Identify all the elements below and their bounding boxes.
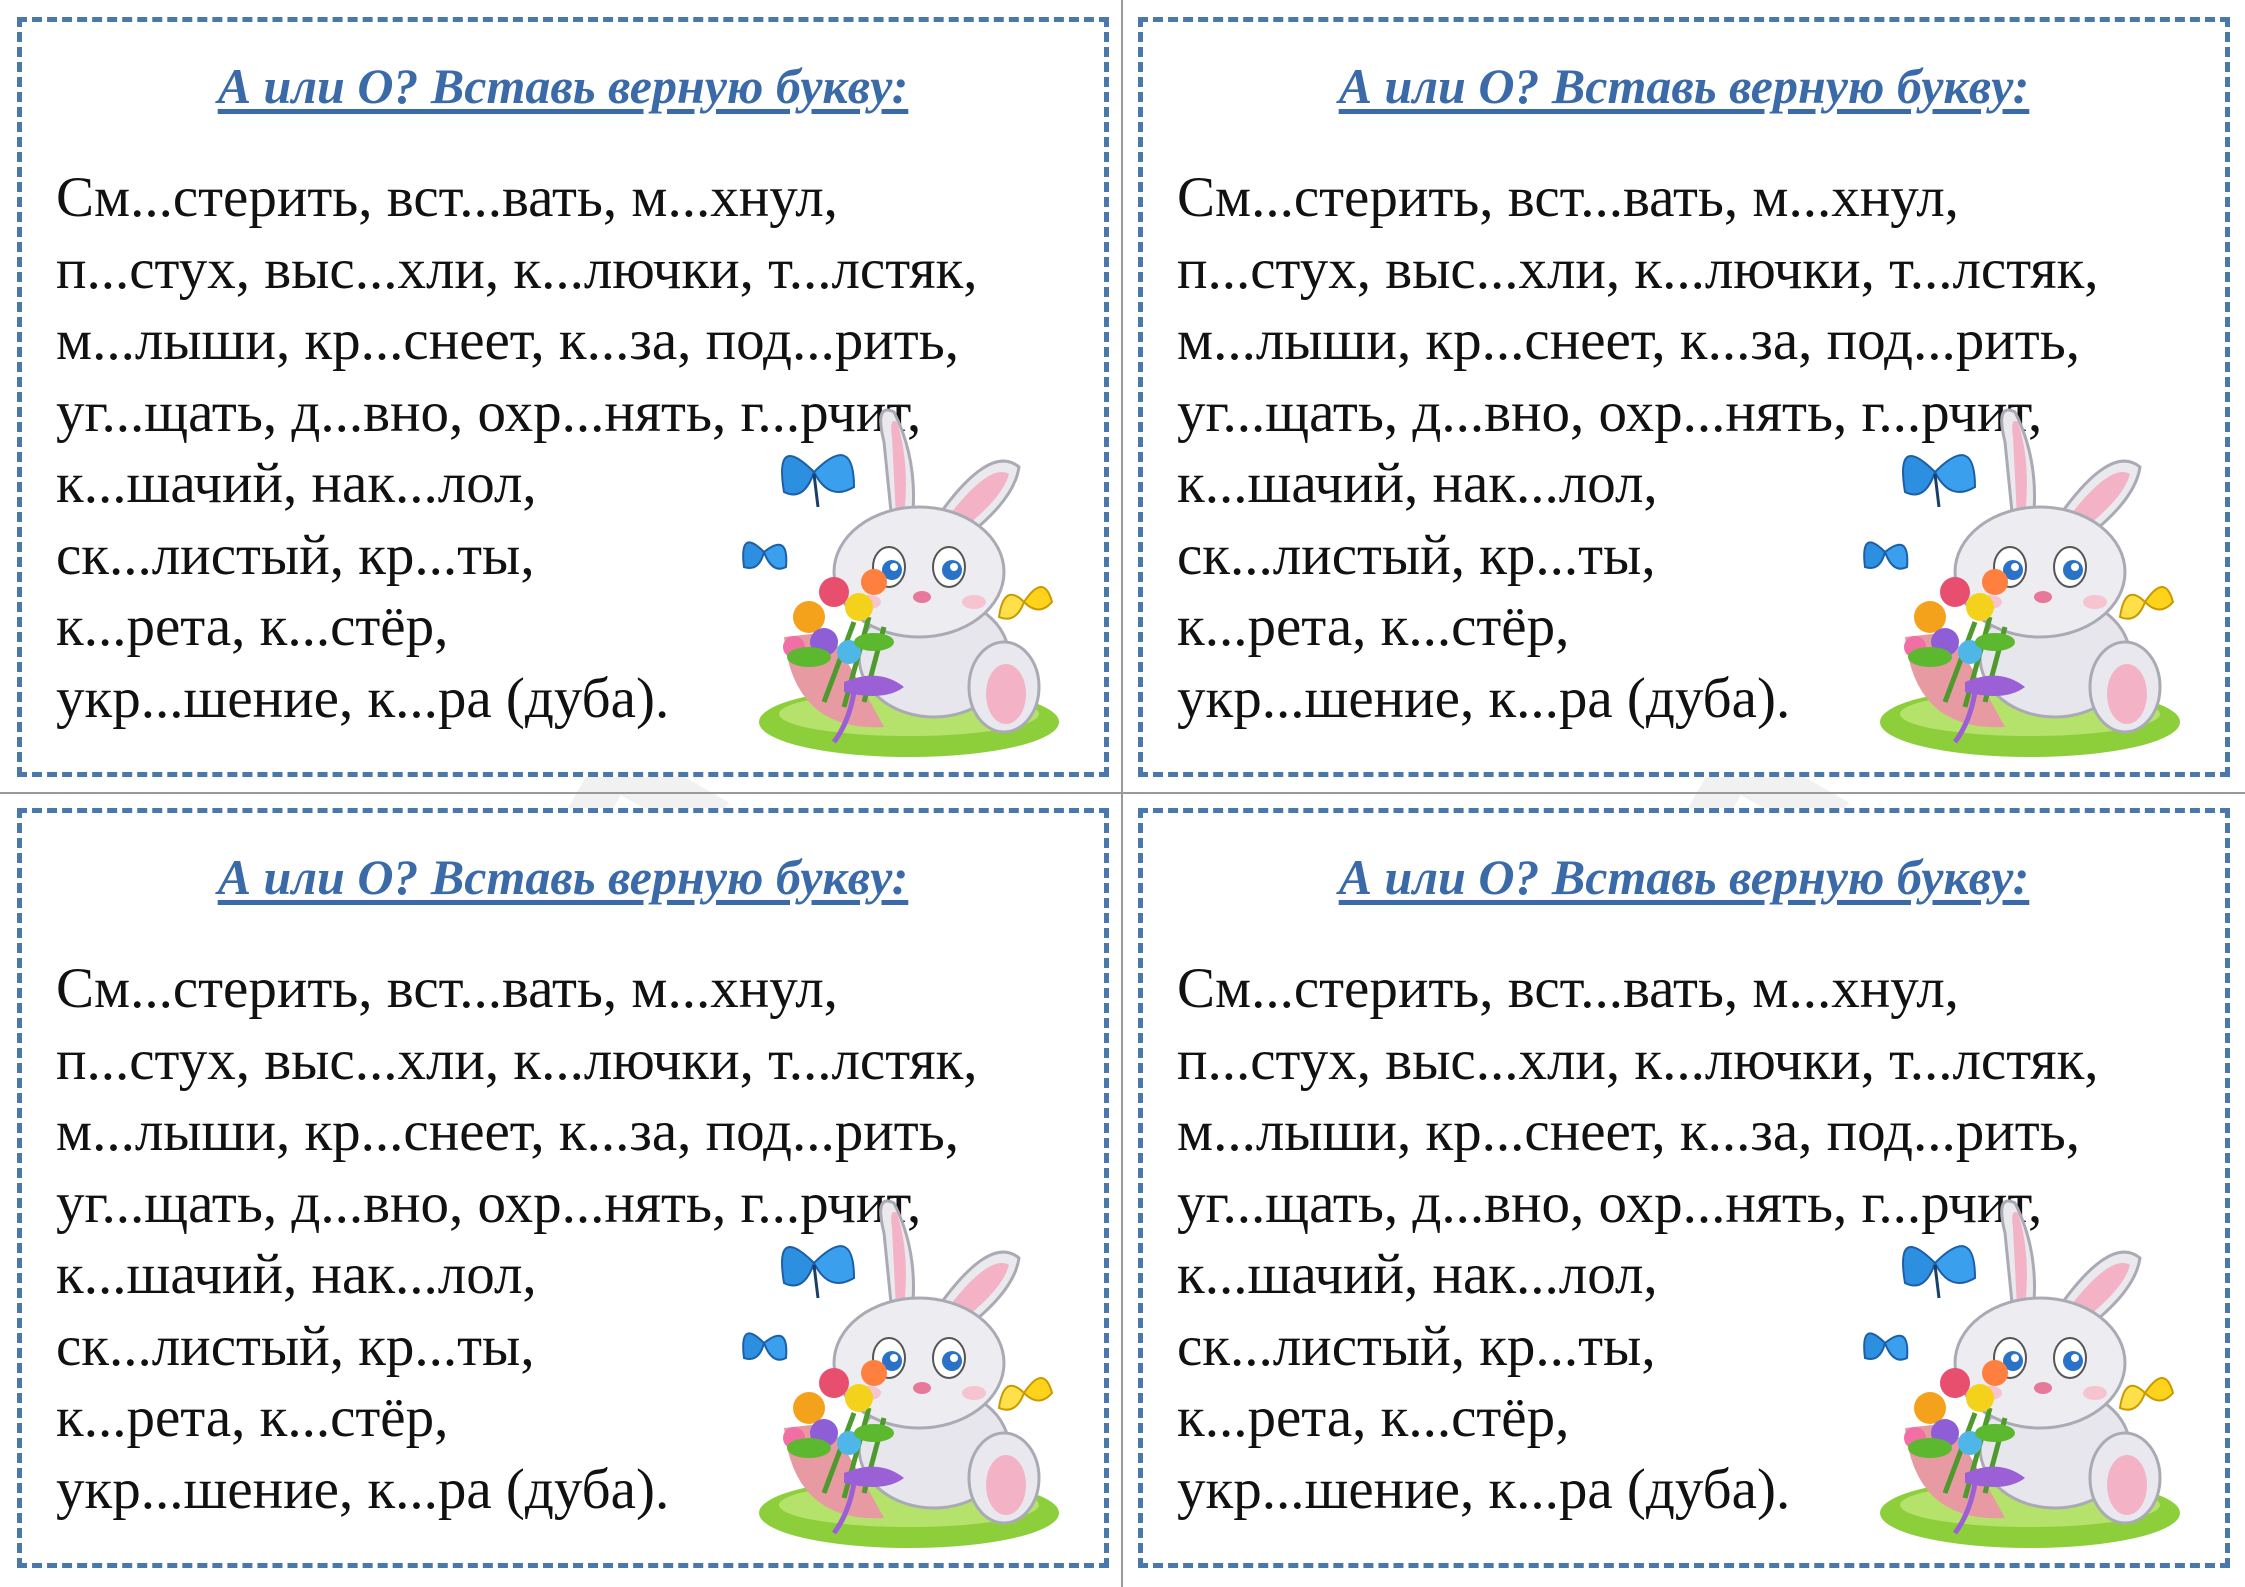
word-line: п...стух, выс...хли, к...лючки, т...лстя… — [1177, 237, 2099, 301]
word-line: уг...щать, д...вно, охр...нять, г...рчит… — [56, 380, 922, 444]
cut-line-horizontal — [0, 792, 2245, 794]
word-line: ск...листый, кр...ты, — [1177, 523, 1656, 587]
word-line: уг...щать, д...вно, охр...нять, г...рчит… — [56, 1171, 922, 1235]
word-line: п...стух, выс...хли, к...лючки, т...лстя… — [1177, 1028, 2099, 1092]
butterfly-blue-icon — [1902, 454, 1977, 508]
word-list: См...стерить, вст...вать, м...хнул, п...с… — [56, 162, 978, 734]
word-line: м...лыши, кр...снеет, к...за, под...рить… — [1177, 1100, 2080, 1163]
word-line: См...стерить, вст...вать, м...хнул, — [56, 166, 838, 229]
card-title: А или О? Вставь верную букву: — [217, 58, 909, 114]
butterfly-small-blue-icon — [1863, 541, 1909, 570]
word-line: к...рета, к...стёр, — [56, 595, 449, 658]
word-line: укр...шение, к...ра (дуба). — [1177, 1457, 1791, 1521]
word-line: уг...щать, д...вно, охр...нять, г...рчит… — [1177, 380, 2043, 444]
butterfly-blue-icon — [1902, 1245, 1977, 1299]
word-line: к...рета, к...стёр, — [1177, 1386, 1570, 1449]
word-line: к...рета, к...стёр, — [1177, 595, 1570, 658]
word-line: См...стерить, вст...вать, м...хнул, — [56, 957, 838, 1020]
card-title: А или О? Вставь верную букву: — [1338, 849, 2030, 905]
butterfly-yellow-icon — [2118, 1377, 2175, 1411]
word-line: к...шачий, нак...лол, — [1177, 452, 1658, 515]
exercise-card-4: А или О? Вставь верную букву: См...стерит… — [1138, 808, 2230, 1568]
butterfly-small-blue-icon — [742, 541, 788, 570]
butterfly-yellow-icon — [997, 1377, 1054, 1411]
word-line: м...лыши, кр...снеет, к...за, под...рить… — [56, 1100, 959, 1163]
butterfly-blue-icon — [781, 1245, 856, 1299]
card-title: А или О? Вставь верную букву: — [1338, 58, 2030, 114]
bunny-illustration-icon — [742, 1199, 1059, 1548]
word-list: См...стерить, вст...вать, м...хнул, п...с… — [1177, 953, 2099, 1525]
exercise-card-2: А или О? Вставь верную букву: См...стерит… — [1138, 17, 2230, 777]
bunny-illustration-icon — [742, 408, 1059, 757]
word-line: ск...листый, кр...ты, — [1177, 1314, 1656, 1378]
word-line: м...лыши, кр...снеет, к...за, под...рить… — [1177, 309, 2080, 372]
word-line: См...стерить, вст...вать, м...хнул, — [1177, 957, 1959, 1020]
butterfly-blue-icon — [781, 454, 856, 508]
butterfly-small-blue-icon — [742, 1332, 788, 1361]
word-list: См...стерить, вст...вать, м...хнул, п...с… — [1177, 162, 2099, 734]
butterfly-yellow-icon — [997, 586, 1054, 620]
exercise-card-3: А или О? Вставь верную букву: См...стерит… — [17, 808, 1109, 1568]
bunny-illustration-icon — [1863, 1199, 2180, 1548]
word-line: ск...листый, кр...ты, — [56, 1314, 535, 1378]
word-line: См...стерить, вст...вать, м...хнул, — [1177, 166, 1959, 229]
word-line: уг...щать, д...вно, охр...нять, г...рчит… — [1177, 1171, 2043, 1235]
card-title: А или О? Вставь верную букву: — [217, 849, 909, 905]
word-line: к...шачий, нак...лол, — [56, 452, 537, 515]
word-line: укр...шение, к...ра (дуба). — [56, 1457, 670, 1521]
word-list: См...стерить, вст...вать, м...хнул, п...с… — [56, 953, 978, 1525]
butterfly-small-blue-icon — [1863, 1332, 1909, 1361]
word-line: п...стух, выс...хли, к...лючки, т...лстя… — [56, 237, 978, 301]
exercise-card-1: А или О? Вставь верную букву: См...стерит… — [17, 17, 1109, 777]
word-line: укр...шение, к...ра (дуба). — [56, 666, 670, 730]
butterfly-yellow-icon — [2118, 586, 2175, 620]
word-line: м...лыши, кр...снеет, к...за, под...рить… — [56, 309, 959, 372]
word-line: п...стух, выс...хли, к...лючки, т...лстя… — [56, 1028, 978, 1092]
word-line: укр...шение, к...ра (дуба). — [1177, 666, 1791, 730]
word-line: к...рета, к...стёр, — [56, 1386, 449, 1449]
bunny-illustration-icon — [1863, 408, 2180, 757]
word-line: к...шачий, нак...лол, — [56, 1243, 537, 1306]
word-line: ск...листый, кр...ты, — [56, 523, 535, 587]
word-line: к...шачий, нак...лол, — [1177, 1243, 1658, 1306]
